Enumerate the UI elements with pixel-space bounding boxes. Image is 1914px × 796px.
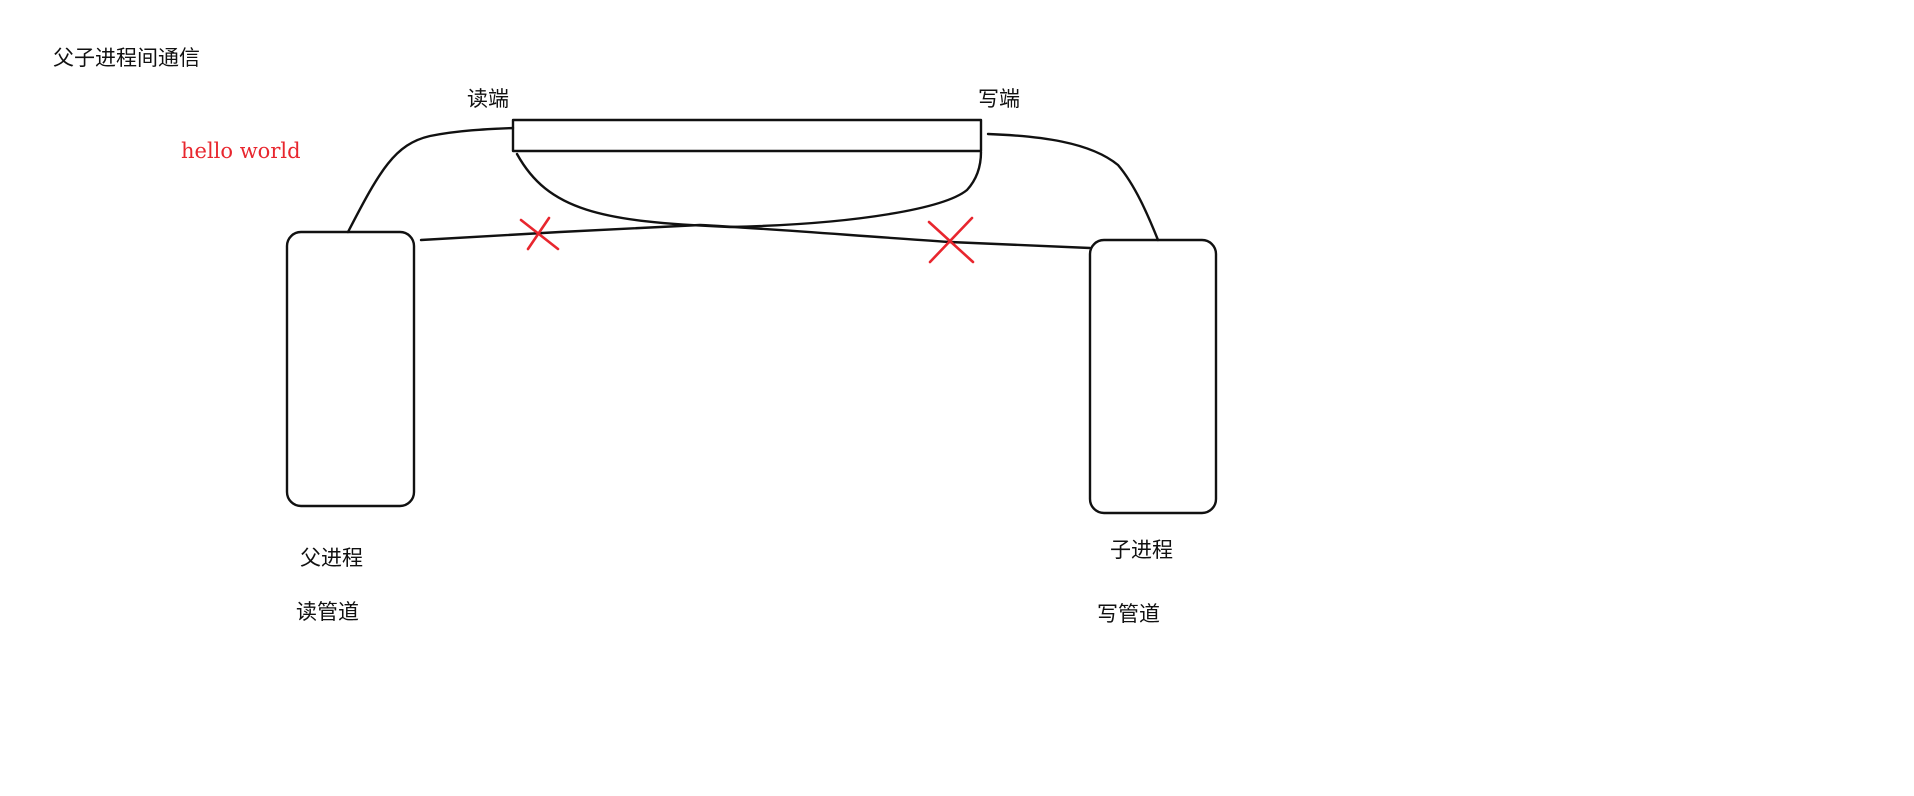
parent-process-label: 父进程 <box>300 546 363 570</box>
x-mark-icon <box>927 216 975 264</box>
pipe-bar <box>511 118 983 153</box>
parent-role-label: 读管道 <box>296 600 359 624</box>
parent-write-connection-closed <box>419 223 1092 250</box>
child-role-label: 写管道 <box>1097 602 1160 626</box>
pipe-read-end-label: 读端 <box>467 87 509 111</box>
parent-process-box <box>285 230 416 508</box>
x-mark-icon <box>519 216 560 251</box>
child-write-connection <box>986 132 1160 242</box>
diagram-title: 父子进程间通信 <box>53 46 200 70</box>
parent-read-connection <box>346 126 515 234</box>
message-text: hello world <box>181 139 301 163</box>
pipe-lower-curve <box>515 150 983 229</box>
child-process-label: 子进程 <box>1110 538 1173 562</box>
child-process-box <box>1088 238 1218 515</box>
pipe-write-end-label: 写端 <box>978 87 1020 111</box>
